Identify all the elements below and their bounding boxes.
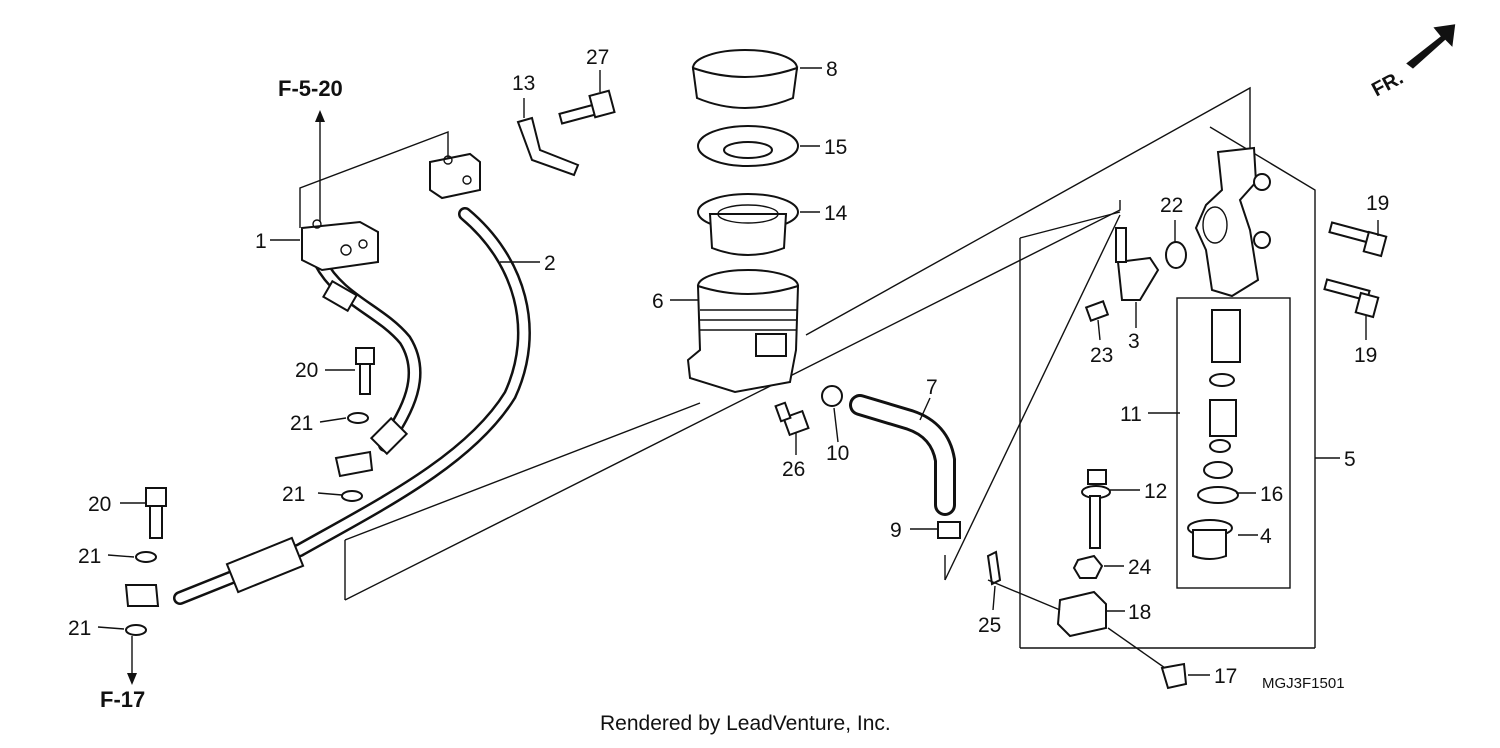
callout-4: 4: [1260, 525, 1272, 548]
callout-5: 5: [1344, 448, 1356, 471]
callout-12: 12: [1144, 480, 1167, 503]
washers-21-upper: [334, 412, 374, 502]
hose-1: [313, 255, 422, 456]
callout-24: 24: [1128, 556, 1152, 579]
callout-10: 10: [826, 442, 849, 465]
callout-21-c: 21: [78, 545, 101, 568]
callout-20-lower: 20: [88, 493, 111, 516]
front-direction-label: FR.: [1368, 67, 1407, 102]
front-direction-arrow: FR.: [1368, 24, 1456, 102]
plate-15: [697, 125, 799, 167]
callout-16: 16: [1260, 483, 1283, 506]
callout-27: 27: [586, 46, 609, 69]
callout-14: 14: [824, 202, 848, 225]
bolt-27: [558, 89, 616, 125]
callout-1: 1: [255, 230, 267, 253]
callout-leaders: [97, 67, 1379, 676]
callout-13: 13: [512, 72, 535, 95]
drawing-code: MGJ3F1501: [1262, 675, 1345, 692]
callout-21-b: 21: [282, 483, 305, 506]
callout-9: 9: [890, 519, 902, 542]
washers-21-lower: [124, 551, 160, 636]
callout-19-upper: 19: [1366, 192, 1389, 215]
piston-set-11: [1209, 309, 1241, 453]
reference-label-lower: F-17: [100, 687, 145, 712]
bolt-20-lower: [145, 487, 167, 539]
bolt-20-upper: [355, 347, 375, 395]
callout-3: 3: [1128, 330, 1140, 353]
hose-clamp-1: [301, 219, 379, 272]
callout-6: 6: [652, 290, 664, 313]
callout-11: 11: [1120, 403, 1142, 426]
clevis-18: [1056, 590, 1107, 638]
callout-numbers: 1 2 3 4 5 6 7 8 9 10 11 12 13 14 15 16 1…: [68, 46, 1389, 688]
clip-10: [821, 385, 843, 407]
bolts-19: [1323, 221, 1388, 319]
callout-18: 18: [1128, 601, 1151, 624]
callout-21-d: 21: [68, 617, 91, 640]
callout-20-upper: 20: [295, 359, 318, 382]
joint-3: [1115, 227, 1160, 301]
cup-16: [1197, 461, 1239, 504]
pin-17: [1160, 662, 1188, 690]
callout-8: 8: [826, 58, 838, 81]
o-ring-22: [1165, 241, 1187, 269]
clip-9: [937, 521, 961, 539]
callout-26: 26: [782, 458, 805, 481]
callout-19-lower: 19: [1354, 344, 1377, 367]
callout-2: 2: [544, 252, 556, 275]
reservoir-cap-8: [691, 49, 799, 109]
boot-4: [1187, 519, 1233, 560]
nut-24: [1072, 554, 1104, 579]
stay-13: [516, 116, 580, 177]
bolt-26: [774, 401, 810, 437]
callout-22: 22: [1160, 194, 1183, 217]
callout-17: 17: [1214, 665, 1237, 688]
screw-23: [1084, 300, 1110, 322]
hose-2: [173, 207, 531, 605]
diaphragm-14: [697, 193, 799, 256]
callout-15: 15: [824, 136, 847, 159]
master-cylinder-body: [1194, 146, 1271, 298]
credit-text: Rendered by LeadVenture, Inc.: [600, 712, 891, 735]
push-rod-12: [1081, 469, 1111, 549]
tube-7: [849, 394, 956, 516]
callout-21-a: 21: [290, 412, 313, 435]
callout-7: 7: [926, 376, 938, 399]
reference-label-upper: F-5-20: [278, 76, 343, 101]
callout-23: 23: [1090, 344, 1113, 367]
cotter-pin-25: [986, 550, 1002, 586]
reference-arrow-down: [127, 636, 137, 685]
callout-25: 25: [978, 614, 1001, 637]
reference-arrow-up: [315, 110, 325, 222]
reservoir-6: [686, 269, 800, 394]
hose-clamp-2: [429, 152, 481, 200]
